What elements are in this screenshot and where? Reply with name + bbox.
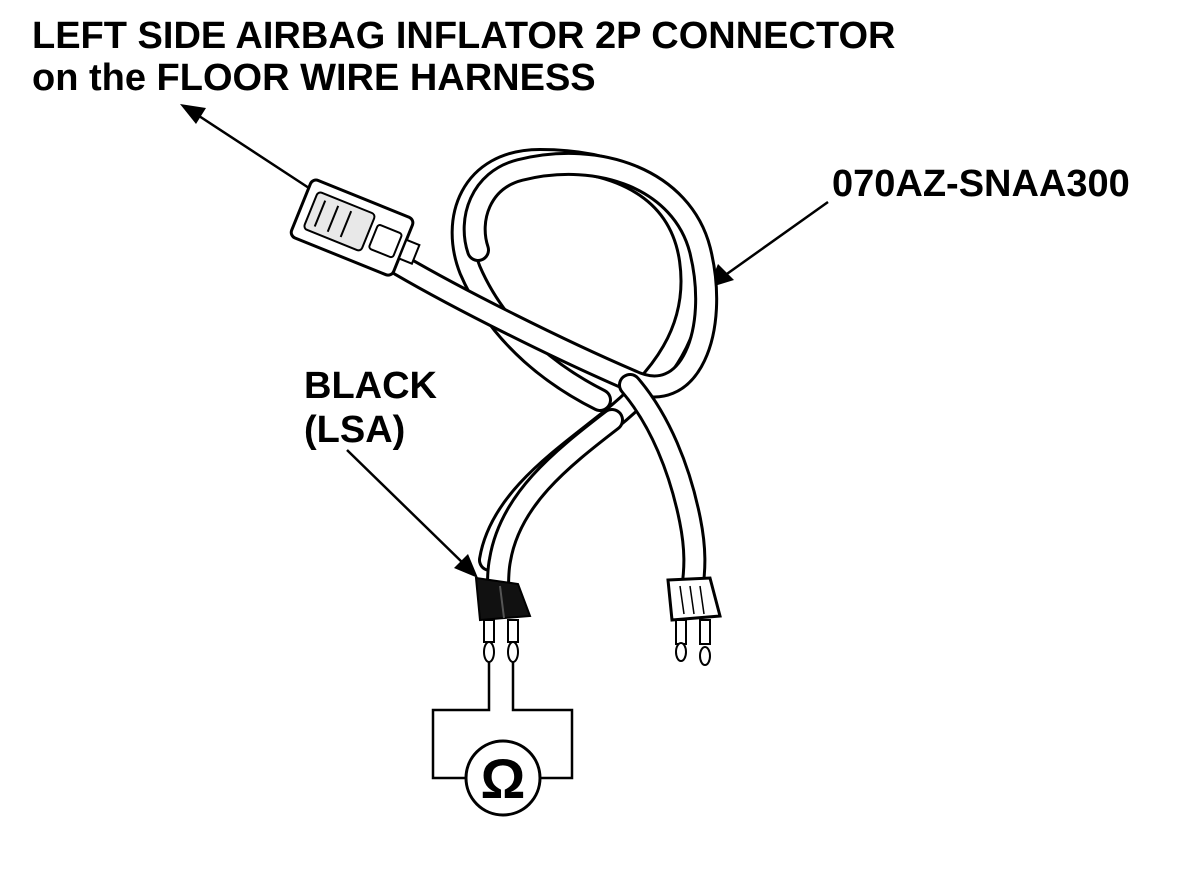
test-lead-right [511, 662, 574, 780]
black-leader-arrow [346, 449, 478, 578]
black-plug-icon [474, 576, 532, 663]
ohmmeter-icon: Ω [464, 739, 542, 817]
test-lead-left [431, 662, 491, 780]
part-number-leader-arrow [708, 200, 829, 288]
harness-cable [388, 148, 719, 602]
part-number-label: 070AZ-SNAA300 [832, 163, 1130, 205]
black-label-line1: BLACK [304, 365, 438, 407]
connector-icon [289, 178, 421, 277]
black-label-line2: (LSA) [304, 409, 405, 451]
white-plug-icon [666, 576, 722, 666]
connector-label-line1: LEFT SIDE AIRBAG INFLATOR 2P CONNECTOR [32, 15, 896, 57]
ohm-symbol: Ω [481, 747, 526, 810]
connector-leader-arrow [180, 104, 313, 192]
connector-label-line2: on the FLOOR WIRE HARNESS [32, 57, 596, 99]
test-circuit [431, 662, 574, 780]
